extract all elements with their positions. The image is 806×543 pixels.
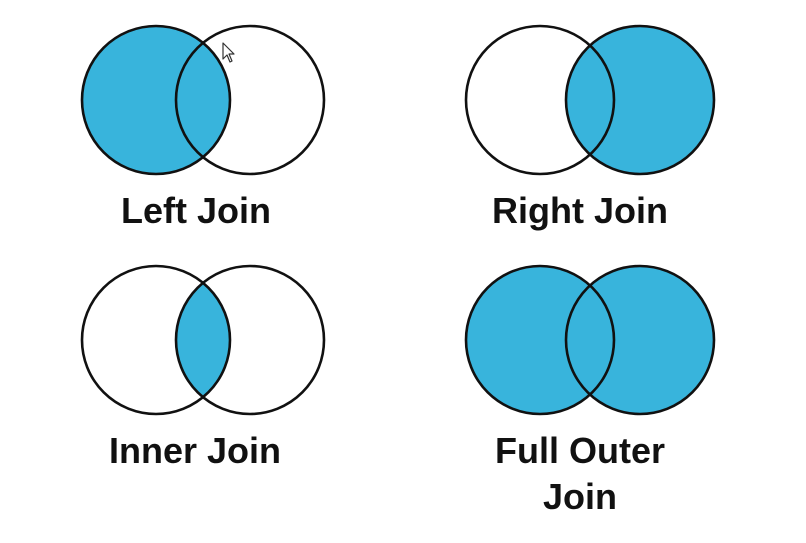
left-join-diagram xyxy=(80,24,326,176)
left-join-right-circle xyxy=(174,24,326,176)
full-outer-join-diagram xyxy=(464,264,716,416)
left-join-left-circle xyxy=(82,26,230,174)
full-outer-join-label-line1: Full Outer xyxy=(495,430,665,471)
inner-join-right-circle xyxy=(174,264,326,416)
left-join-label: Left Join xyxy=(121,190,271,231)
inner-join-left-circle xyxy=(80,264,232,416)
mouse-pointer-icon xyxy=(222,42,235,63)
right-join-left-circle xyxy=(464,24,616,176)
full-outer-join-label: Full Outer Join xyxy=(470,428,690,520)
full-outer-join-left-circle xyxy=(464,264,616,416)
inner-join-intersection xyxy=(176,266,230,414)
inner-join-diagram xyxy=(80,264,326,416)
full-outer-join-label-line2: Join xyxy=(542,476,617,517)
inner-join-label: Inner Join xyxy=(108,430,282,471)
right-join-diagram xyxy=(464,24,716,176)
left-join-left-circle-outline xyxy=(80,24,232,176)
right-join-label: Right Join xyxy=(492,190,668,231)
right-join-right-circle-outline xyxy=(564,24,716,176)
full-outer-join-right-circle xyxy=(564,264,716,416)
